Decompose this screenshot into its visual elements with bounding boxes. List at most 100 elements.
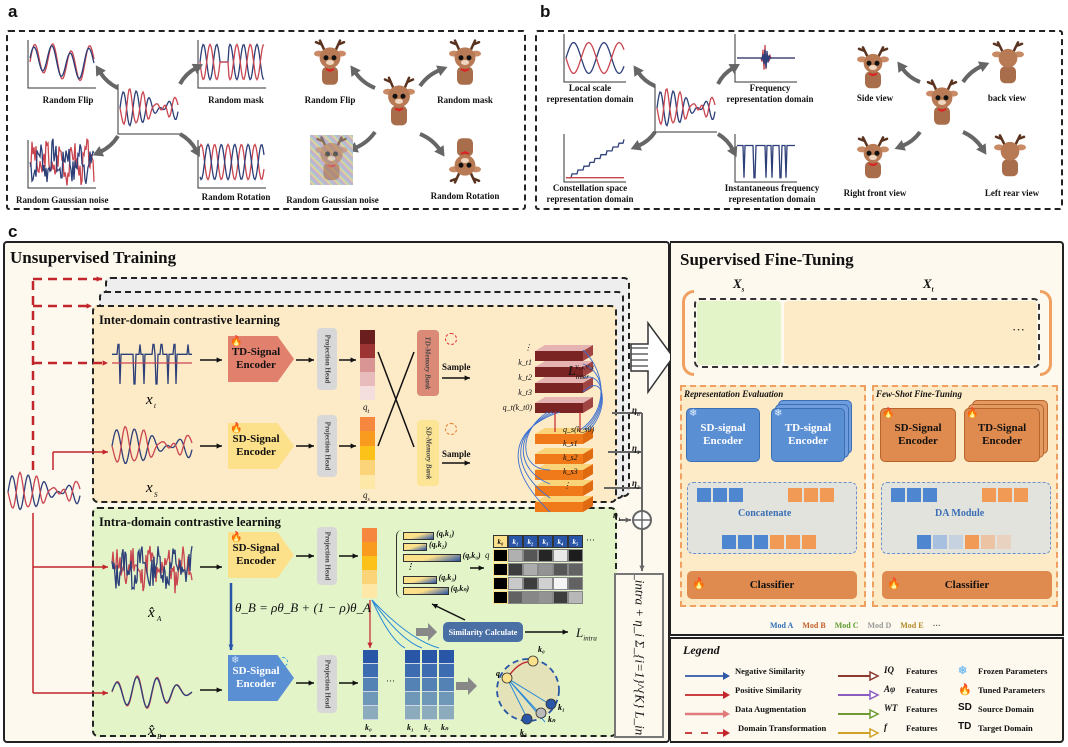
matrix-cell xyxy=(553,549,568,562)
inter-loss-label: LinterV_s,V_t xyxy=(568,364,594,381)
arrow-head xyxy=(216,443,222,449)
matrix-cell xyxy=(553,591,568,604)
matrix-cell xyxy=(568,577,583,590)
td-key-stack xyxy=(535,367,583,377)
key-label: k_t2 xyxy=(518,373,532,382)
total-loss-box: L_K = η_1 L_intra + η_i Σ_{i=1}^{K} L_in… xyxy=(614,573,664,738)
caption-b-left-rear-view: Left rear view xyxy=(984,188,1040,198)
xs-label: x xyxy=(145,480,153,496)
circle-k0 xyxy=(527,655,539,667)
body xyxy=(323,162,340,180)
eye xyxy=(333,151,338,157)
sd-key-stack xyxy=(535,480,593,486)
q-feature-vector-intra xyxy=(362,528,377,598)
circle-k2 xyxy=(521,713,533,725)
deer-icon xyxy=(926,79,958,125)
matrix-cell xyxy=(538,591,553,604)
legend-arrow-icon xyxy=(685,729,730,737)
key-label: k₁ xyxy=(407,723,414,732)
pair-bar xyxy=(403,587,449,595)
arrow-head xyxy=(432,604,438,609)
snowflake-icon: ❄ xyxy=(958,665,968,677)
arrow-head xyxy=(352,680,358,686)
antler xyxy=(314,39,346,51)
antler xyxy=(994,134,1026,145)
deer-icon xyxy=(994,134,1026,177)
body xyxy=(934,106,950,125)
matrix-cell xyxy=(508,577,523,590)
legend-feature-label: Features xyxy=(906,685,938,695)
feature-cell xyxy=(363,678,378,692)
matrix-cell xyxy=(568,549,583,562)
pair-label: (q,kₙ) xyxy=(450,584,470,593)
weight-eta-2: η2 xyxy=(632,478,640,491)
matrix-row xyxy=(493,549,595,562)
key-label: k₂ xyxy=(424,723,431,732)
circle-label: k₀ xyxy=(538,645,545,654)
antler xyxy=(857,136,889,147)
deer-icon xyxy=(992,41,1024,84)
projection-head-a: Projection Head xyxy=(317,527,337,585)
similarity-calculate-box: Similarity Calculate xyxy=(443,622,523,642)
panel-letter-c: c xyxy=(8,222,18,241)
matrix-cell xyxy=(538,563,553,576)
key-feature-column xyxy=(422,650,437,720)
muzzle xyxy=(461,59,469,65)
plot-axes xyxy=(197,140,266,189)
key-label: ⋮ xyxy=(563,481,571,490)
refresh-icon xyxy=(445,333,457,345)
sd-key-stack xyxy=(535,486,583,496)
xt-subscript: t xyxy=(154,402,157,410)
arrow-head xyxy=(308,357,314,363)
sd-key-stack xyxy=(583,448,593,464)
arrow-head xyxy=(350,443,356,449)
matrix-header-cell: k₁ xyxy=(508,535,523,548)
signal-wave xyxy=(119,88,179,126)
td-key-stack xyxy=(535,377,593,383)
arrow-head xyxy=(478,565,484,571)
caption-line: Instantaneous frequency xyxy=(724,183,820,193)
pair-label: (q,k₁) xyxy=(436,529,455,538)
xs-subscript: S xyxy=(154,491,158,499)
key-feature-column xyxy=(363,650,378,720)
projection-head-label: Projection Head xyxy=(323,531,332,581)
deer-random-rotation-image xyxy=(445,133,485,185)
matrix-cell xyxy=(538,577,553,590)
arrow-head xyxy=(436,65,448,76)
input-signal-set xyxy=(694,298,1040,368)
caption-a-random-gaussian-noise: Random Gaussian noise xyxy=(16,195,109,205)
muzzle xyxy=(327,156,336,161)
sd-query-block xyxy=(535,434,583,444)
antler xyxy=(857,46,889,57)
xa-signal xyxy=(111,546,193,591)
concatenated-squares xyxy=(722,535,816,549)
inter-domain-box xyxy=(92,305,617,503)
legend-key-label: Frozen Parameters xyxy=(978,666,1048,676)
deer-right-front-view-image xyxy=(855,135,891,183)
feature-cell xyxy=(405,678,420,692)
legend-arrow-icon xyxy=(685,691,730,699)
few-shot-fine-tuning-title: Few-Shot Fine-Tuning xyxy=(876,389,962,399)
caption-a-image-random-flip: Random Flip xyxy=(304,95,356,105)
signal-wave xyxy=(656,89,716,127)
encoder-label: SD-Signal Encoder xyxy=(232,542,280,567)
sd-signal-encoder-rep-eval: SD-signal Encoder xyxy=(686,408,760,462)
eye xyxy=(466,162,472,168)
flame-icon: 🔥 xyxy=(230,532,243,543)
sd-key-stack xyxy=(583,464,593,480)
transform-arrow xyxy=(962,130,984,150)
arrow-head xyxy=(977,61,990,72)
encoder-label: TD-signal Encoder xyxy=(784,422,832,447)
feature-cell xyxy=(363,664,378,678)
body xyxy=(322,66,338,85)
matrix-row xyxy=(493,577,595,590)
deer-icon xyxy=(314,39,346,85)
td-signal-encoder-few-shot: TD-Signal Encoder xyxy=(964,408,1040,462)
mod-label: Mod B xyxy=(802,621,826,630)
xs-signal xyxy=(111,428,193,464)
caption-b-right-front-view: Right front view xyxy=(843,188,907,198)
signal-wave xyxy=(29,138,95,184)
memory-bank-label: TD-Memory Bank xyxy=(424,336,432,390)
